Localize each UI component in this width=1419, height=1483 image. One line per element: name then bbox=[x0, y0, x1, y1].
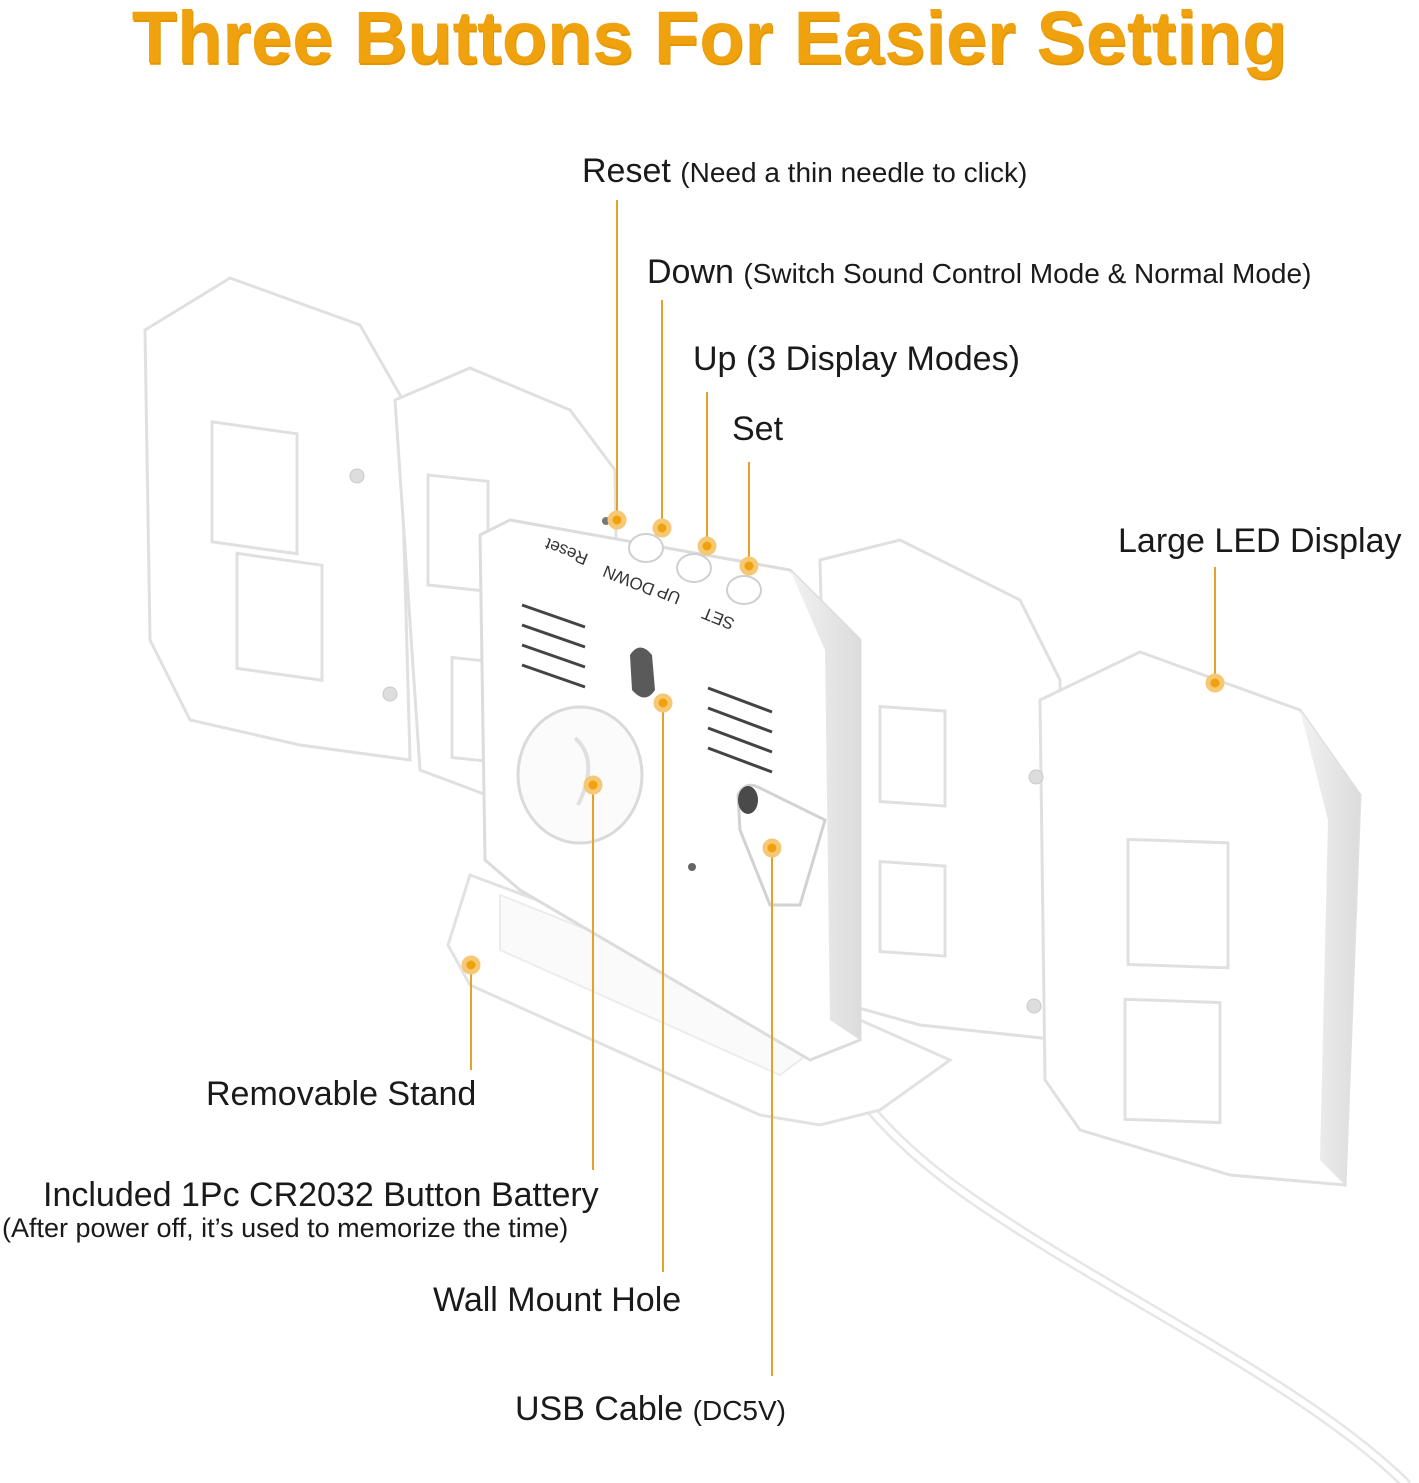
callout-stand-label: Removable Stand bbox=[206, 1075, 477, 1113]
callout-battery-note: (After power off, it’s used to memorize … bbox=[2, 1213, 569, 1243]
callout-mount-label: Wall Mount Hole bbox=[433, 1281, 682, 1319]
callout-up-label: Up (3 Display Modes) bbox=[693, 340, 1020, 378]
dot-display bbox=[1205, 673, 1225, 693]
callout-dots bbox=[461, 510, 1225, 975]
right-digit-block bbox=[818, 538, 1062, 1042]
leader-lines bbox=[470, 200, 1216, 1376]
callout-reset: Reset (Need a thin needle to click) bbox=[582, 152, 1027, 192]
dot-up bbox=[697, 536, 717, 556]
dot-battery bbox=[583, 775, 603, 795]
dot-reset bbox=[607, 510, 627, 530]
dot-down bbox=[652, 518, 672, 538]
callout-down-label: Down bbox=[647, 253, 734, 291]
callout-reset-label: Reset bbox=[582, 152, 671, 190]
callout-usb-note: (DC5V) bbox=[692, 1395, 786, 1426]
dot-usb bbox=[762, 838, 782, 858]
dot-mount bbox=[653, 693, 673, 713]
callout-set: Set bbox=[732, 410, 783, 448]
dot-set bbox=[739, 556, 759, 576]
led-display-block bbox=[1026, 650, 1362, 1187]
callout-battery: Included 1Pc CR2032 Button Battery bbox=[43, 1176, 599, 1214]
dot-stand bbox=[461, 955, 481, 975]
callout-set-label: Set bbox=[732, 410, 784, 448]
control-box bbox=[478, 517, 862, 1062]
callout-battery-label: Included 1Pc CR2032 Button Battery bbox=[43, 1176, 599, 1214]
callout-mount: Wall Mount Hole bbox=[433, 1281, 681, 1319]
callout-stand: Removable Stand bbox=[206, 1075, 476, 1113]
callout-down: Down (Switch Sound Control Mode & Normal… bbox=[647, 253, 1311, 293]
callout-usb: USB Cable (DC5V) bbox=[515, 1390, 786, 1430]
callout-reset-note: (Need a thin needle to click) bbox=[680, 157, 1028, 188]
callout-usb-label: USB Cable bbox=[515, 1390, 684, 1428]
callout-display-label: Large LED Display bbox=[1118, 522, 1402, 560]
page-title: Three Buttons For Easier Setting bbox=[131, 0, 1288, 79]
callout-display: Large LED Display bbox=[1118, 522, 1401, 560]
callout-up: Up (3 Display Modes) bbox=[693, 340, 1020, 378]
left-digit-block bbox=[143, 276, 412, 762]
callout-down-note: (Switch Sound Control Mode & Normal Mode… bbox=[743, 258, 1312, 289]
